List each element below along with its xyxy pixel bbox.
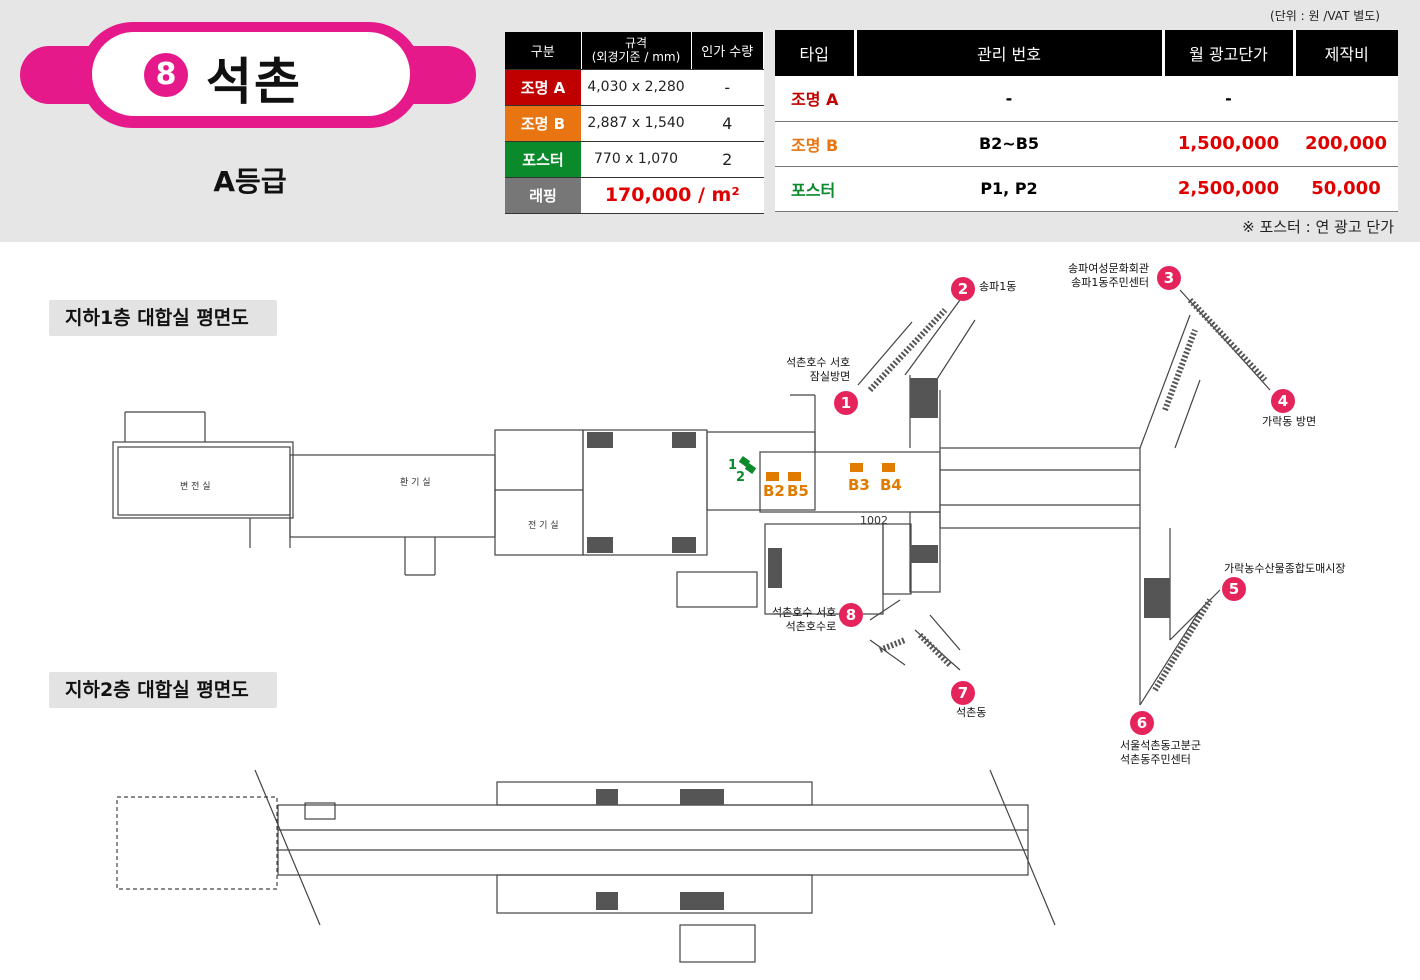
- price-code: B2~B5: [855, 121, 1163, 167]
- exit-6-label: 서울석촌동고분군 석촌동주민센터: [1120, 739, 1201, 766]
- spec-category: 조명 B: [505, 105, 581, 142]
- exit-5-badge: 5: [1222, 577, 1246, 601]
- spec-size: 770 x 1,070: [581, 141, 691, 178]
- price-type: 조명 A: [775, 76, 855, 122]
- price-row: 조명 B B2~B5 1,500,000 200,000: [775, 121, 1398, 167]
- exit-2-badge: 2: [951, 277, 975, 301]
- spec-qty: 4: [691, 105, 764, 142]
- b4-marker-box: [882, 463, 895, 472]
- station-number-badge: 8: [144, 53, 188, 97]
- room-label: 환 기 실: [400, 476, 431, 488]
- room-label: 변 전 실: [180, 481, 211, 492]
- b3-label: B3: [848, 476, 870, 494]
- floor-b2-label: 지하2층 대합실 평면도: [49, 672, 277, 708]
- b5-marker-box: [788, 472, 801, 481]
- price-header-production: 제작비: [1294, 30, 1398, 76]
- b3-marker-box: [850, 463, 863, 472]
- exit-5-label: 가락농수산물종합도매시장: [1224, 562, 1346, 575]
- exit-7-label: 석촌동: [956, 706, 987, 719]
- b2-marker-box: [766, 472, 779, 481]
- exit-2-label: 송파1동: [979, 280, 1017, 293]
- price-row: 조명 A - -: [775, 76, 1398, 122]
- price-type: 조명 B: [775, 121, 855, 167]
- spec-row: 포스터 770 x 1,070 2: [505, 141, 764, 178]
- exit-8-badge: 8: [839, 603, 863, 627]
- spec-category-wrapping: 래핑: [505, 177, 581, 214]
- spec-row: 조명 A 4,030 x 2,280 -: [505, 69, 764, 106]
- price-production: 200,000: [1294, 121, 1398, 167]
- poster-p1-label: 1: [728, 458, 738, 473]
- b5-label: B5: [787, 482, 809, 500]
- b4-label: B4: [880, 476, 902, 494]
- exit-4-label: 가락동 방면: [1262, 415, 1317, 428]
- spec-category: 조명 A: [505, 69, 581, 106]
- price-monthly: 2,500,000: [1163, 166, 1294, 212]
- spec-header-size: 규격(외경기준 / mm): [581, 32, 692, 70]
- spec-qty: -: [691, 69, 764, 106]
- station-grade: A등급: [213, 165, 287, 198]
- code-label: 1002: [860, 514, 888, 527]
- station-name: 석촌: [206, 53, 302, 111]
- poster-note: ※ 포스터 : 연 광고 단가: [1242, 218, 1394, 236]
- spec-category: 포스터: [505, 141, 581, 178]
- exit-7-badge: 7: [951, 681, 975, 705]
- spec-row-wrapping: 래핑 170,000 / m²: [505, 177, 764, 214]
- price-production: 50,000: [1294, 166, 1398, 212]
- spec-size: 4,030 x 2,280: [581, 69, 691, 106]
- price-monthly: 1,500,000: [1163, 121, 1294, 167]
- room-label: 전 기 실: [528, 520, 559, 531]
- spec-qty: 2: [691, 141, 764, 178]
- price-monthly: -: [1163, 76, 1294, 122]
- spec-row: 조명 B 2,887 x 1,540 4: [505, 105, 764, 142]
- spec-size: 2,887 x 1,540: [581, 105, 691, 142]
- exit-3-label: 송파여성문화회관 송파1동주민센터: [1068, 262, 1149, 289]
- price-header-monthly: 월 광고단가: [1163, 30, 1296, 76]
- price-type: 포스터: [775, 166, 855, 212]
- b2-label: B2: [763, 482, 785, 500]
- wrapping-price: 170,000 / m²: [581, 177, 764, 214]
- price-header-type: 타입: [775, 30, 857, 76]
- floor-b1-label: 지하1층 대합실 평면도: [49, 300, 277, 336]
- spec-table: 구분 규격(외경기준 / mm) 인가 수량 조명 A 4,030 x 2,28…: [505, 32, 764, 214]
- price-row: 포스터 P1, P2 2,500,000 50,000: [775, 166, 1398, 212]
- exit-1-label: 석촌호수 서호 잠실방면: [786, 356, 851, 383]
- unit-note: (단위 : 원 /VAT 별도): [1270, 9, 1380, 23]
- exit-1-badge: 1: [834, 391, 858, 415]
- exit-8-label: 석촌호수 서호 석촌호수로: [772, 606, 837, 633]
- exit-6-badge: 6: [1130, 711, 1154, 735]
- spec-header-qty: 인가 수량: [691, 32, 764, 70]
- price-code: -: [855, 76, 1163, 122]
- price-production: [1294, 76, 1398, 122]
- price-code: P1, P2: [855, 166, 1163, 212]
- exit-4-badge: 4: [1271, 389, 1295, 413]
- exit-3-badge: 3: [1157, 266, 1181, 290]
- spec-header-category: 구분: [505, 32, 582, 70]
- poster-p2-label: 2: [736, 470, 746, 485]
- price-header-code: 관리 번호: [855, 30, 1165, 76]
- price-table: 타입 관리 번호 월 광고단가 제작비 조명 A - - 조명 B B2~B5 …: [775, 30, 1398, 212]
